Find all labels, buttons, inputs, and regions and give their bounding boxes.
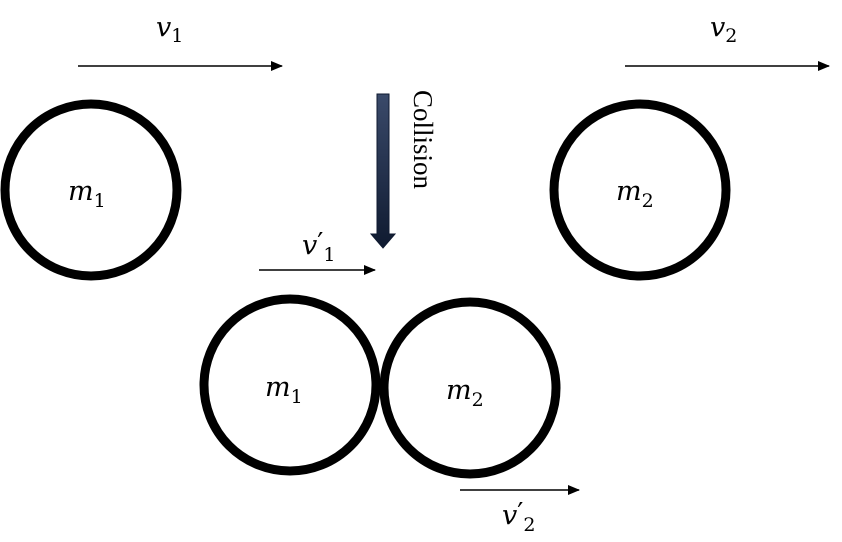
velocity-label-v1-prime: v′1 [302,228,336,266]
velocity-label-v2: v2 [710,12,737,47]
velocity-label-v2-prime: v′2 [502,498,536,536]
collision-arrow-icon [369,93,397,249]
ball-m2-after [379,297,561,479]
ball-m1-after [199,294,381,476]
mass-label-m2-after: m2 [446,375,484,411]
mass-label-m2-before: m2 [616,176,654,212]
ball-m1-before [0,99,182,281]
ball-m2-before [549,99,731,281]
mass-label-m1-after: m1 [265,372,303,408]
velocity-label-v1: v1 [156,12,183,47]
mass-label-m1-before: m1 [68,176,106,212]
collision-label: Collision [408,90,438,190]
